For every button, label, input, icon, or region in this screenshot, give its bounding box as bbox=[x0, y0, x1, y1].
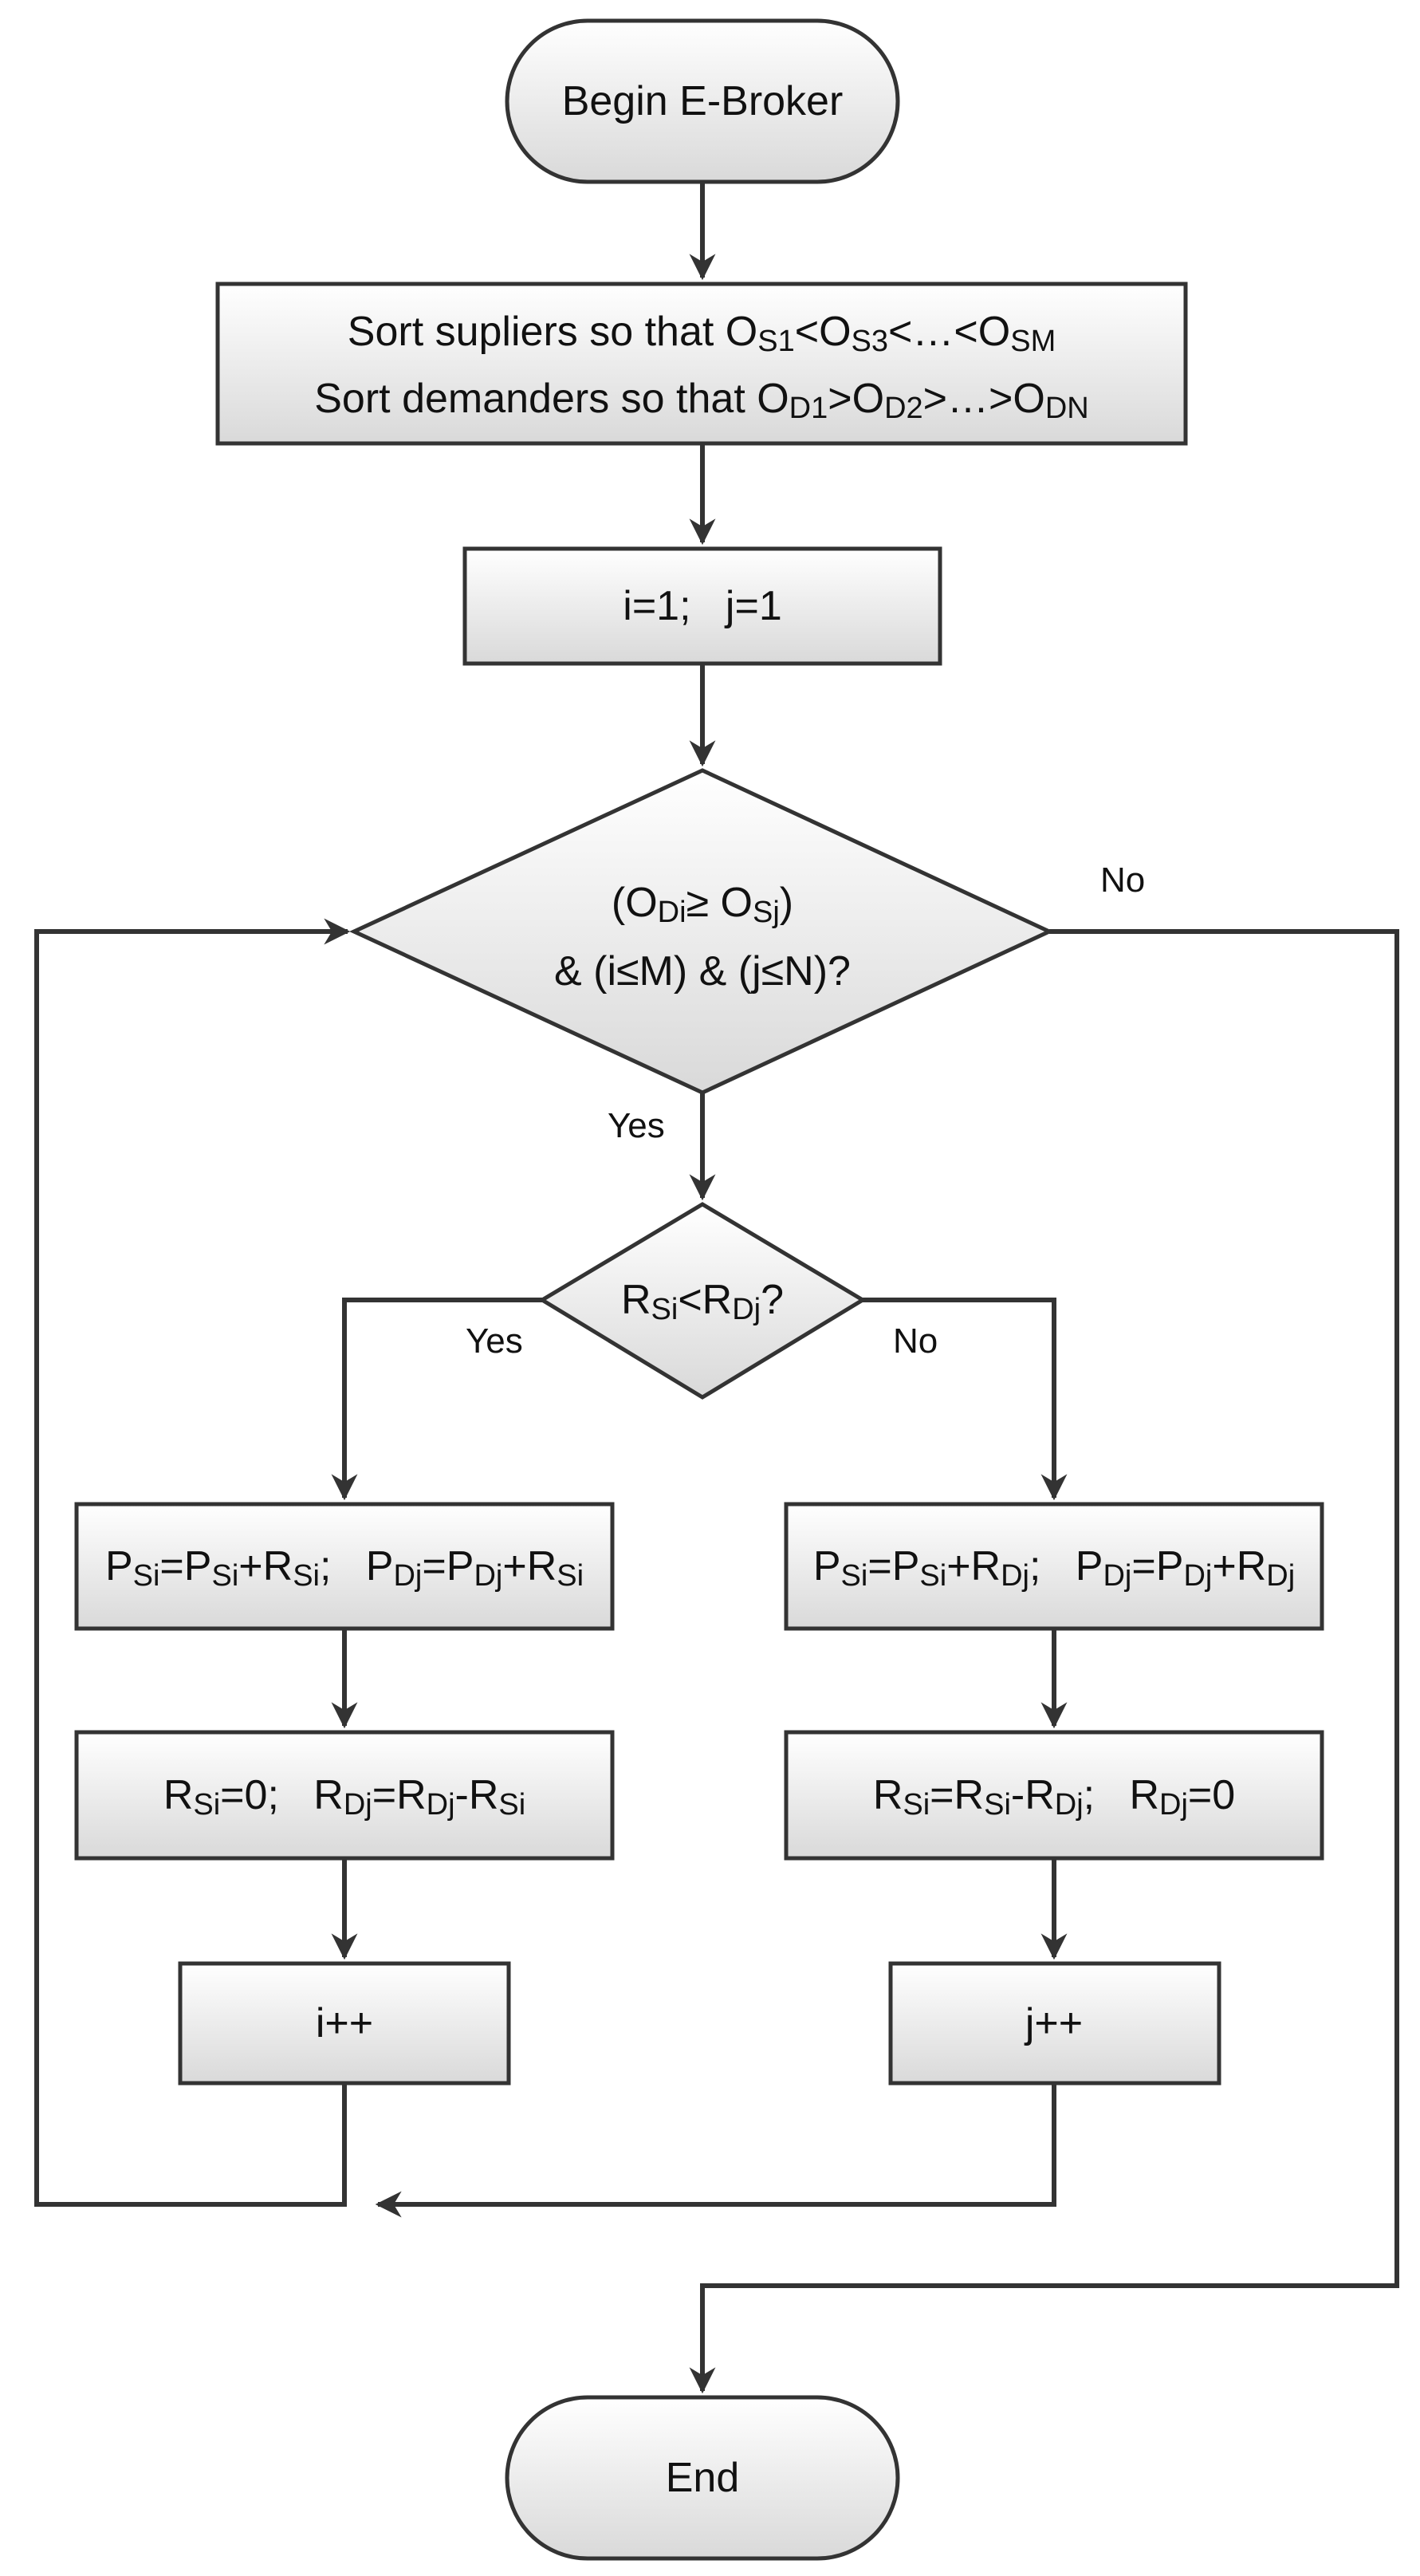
sort-demanders-label: Sort demanders so that OD1>OD2>…>ODN bbox=[314, 376, 1088, 425]
begin-terminator: Begin E-Broker bbox=[505, 18, 900, 184]
right-update-p-box: PSi=PSi+RDj; PDj=PDj+RDj bbox=[784, 1502, 1324, 1631]
edge-labels: No Yes Yes No bbox=[466, 861, 1145, 1361]
left-increment-box: i++ bbox=[178, 1961, 511, 2086]
sort-suppliers-label: Sort supliers so that OS1<OS3<…<OSM bbox=[348, 309, 1056, 358]
edge-loop-back bbox=[34, 918, 351, 2207]
end-terminator: End bbox=[505, 2395, 900, 2561]
compare-label: RSi<RDj? bbox=[621, 1277, 784, 1326]
edge-right-incr-to-join bbox=[375, 2083, 1056, 2218]
right-increment-box: j++ bbox=[888, 1961, 1221, 2086]
right-update-r-label: RSi=RSi-RDj; RDj=0 bbox=[873, 1772, 1235, 1822]
condition-line2-label: & (i≤M) & (j≤N)? bbox=[554, 948, 851, 995]
compare-no-label: No bbox=[893, 1321, 938, 1361]
begin-label: Begin E-Broker bbox=[562, 78, 844, 124]
edge-compare-no bbox=[863, 1298, 1068, 1501]
right-increment-label: j++ bbox=[1024, 2000, 1083, 2046]
left-update-r-box: RSi=0; RDj=RDj-RSi bbox=[74, 1730, 615, 1861]
left-update-p-box: PSi=PSi+RSi; PDj=PDj+RSi bbox=[74, 1502, 615, 1631]
compare-decision: RSi<RDj? bbox=[538, 1202, 867, 1400]
sort-process-box: Sort supliers so that OS1<OS3<…<OSM Sort… bbox=[215, 282, 1188, 446]
init-label: i=1; j=1 bbox=[623, 583, 781, 629]
compare-yes-label: Yes bbox=[466, 1321, 523, 1361]
left-update-r-label: RSi=0; RDj=RDj-RSi bbox=[163, 1772, 525, 1822]
condition-decision: (ODi≥ OSj) & (i≤M) & (j≤N)? bbox=[349, 768, 1054, 1095]
edge-compare-yes bbox=[331, 1298, 542, 1501]
right-update-p-label: PSi=PSi+RDj; PDj=PDj+RDj bbox=[813, 1543, 1295, 1593]
condition-no-label: No bbox=[1100, 861, 1145, 900]
condition-line1-label: (ODi≥ OSj) bbox=[612, 880, 793, 929]
edges bbox=[34, 182, 1399, 2394]
end-label: End bbox=[666, 2455, 740, 2501]
condition-yes-label: Yes bbox=[608, 1106, 665, 1145]
init-process-box: i=1; j=1 bbox=[462, 546, 942, 666]
left-update-p-label: PSi=PSi+RSi; PDj=PDj+RSi bbox=[105, 1543, 584, 1593]
right-update-r-box: RSi=RSi-RDj; RDj=0 bbox=[784, 1730, 1324, 1861]
left-increment-label: i++ bbox=[316, 2000, 373, 2046]
edge-condition-no bbox=[689, 929, 1399, 2394]
